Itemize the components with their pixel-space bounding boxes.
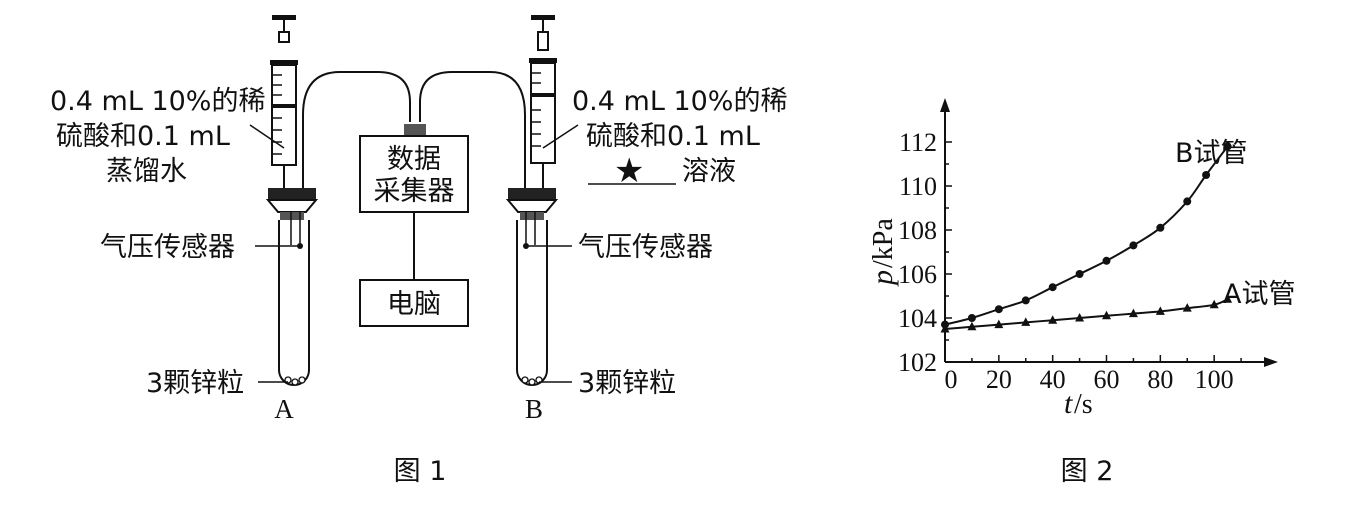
sensor-label-right: 气压传感器 bbox=[578, 232, 713, 263]
left-reagent-line-1: 0.4 mL 10%的稀 bbox=[50, 86, 265, 117]
star-blank-icon: ★ bbox=[614, 151, 644, 191]
leader-lines bbox=[249, 124, 676, 383]
figure-1: 数据 采集器 电脑 0.4 mL 10%的稀 硫酸和0.1 mL 蒸馏水 0.4… bbox=[50, 15, 787, 487]
data-point-b bbox=[967, 314, 976, 322]
computer-label: 电脑 bbox=[387, 289, 441, 320]
y-axis-label-var: p bbox=[866, 270, 899, 287]
series-line-b bbox=[944, 145, 1229, 326]
right-reagent-line-3: 溶液 bbox=[682, 156, 736, 187]
data-point-b bbox=[1223, 142, 1232, 151]
data-point-b bbox=[1202, 171, 1211, 179]
data-point-b bbox=[1075, 270, 1084, 278]
data-point-a bbox=[1223, 294, 1233, 303]
right-reagent-line-2: 硫酸和0.1 mL bbox=[586, 121, 760, 152]
tube-label-b: B bbox=[525, 394, 543, 424]
data-point-a bbox=[1048, 315, 1058, 324]
data-point-a bbox=[1209, 299, 1219, 309]
x-axis-label-unit: /s bbox=[1074, 389, 1093, 420]
sensor-label-left: 气压传感器 bbox=[100, 232, 235, 263]
zinc-label-right: 3颗锌粒 bbox=[578, 368, 676, 399]
x-tick-label: 80 bbox=[1147, 365, 1173, 394]
right-reagent-line-1: 0.4 mL 10%的稀 bbox=[572, 86, 787, 117]
x-tick-label: 20 bbox=[986, 365, 1012, 394]
data-point-a bbox=[1128, 308, 1138, 318]
y-tick-label: 108 bbox=[898, 216, 937, 245]
data-point-a bbox=[1075, 313, 1085, 322]
data-point-a bbox=[967, 321, 977, 331]
figure-1-caption: 图 1 bbox=[394, 456, 447, 487]
y-tick-label: 102 bbox=[898, 348, 937, 377]
data-collector: 数据 采集器 bbox=[359, 124, 469, 213]
x-tick-label: 0 bbox=[945, 365, 958, 394]
y-axis-arrow bbox=[940, 98, 950, 112]
test-tube-b bbox=[505, 188, 559, 386]
data-point-b bbox=[1156, 223, 1165, 232]
tick-labels: 102 104 106 108 110 112 0 20 40 60 80 100 bbox=[898, 128, 1234, 394]
x-axis-arrow bbox=[1264, 357, 1278, 367]
data-point-a bbox=[1102, 310, 1111, 320]
computer: 电脑 bbox=[359, 279, 469, 327]
syringe-right bbox=[529, 15, 557, 190]
y-tick-label: 106 bbox=[898, 260, 937, 289]
x-tick-label: 100 bbox=[1195, 365, 1234, 394]
left-reagent-line-2: 硫酸和0.1 mL bbox=[56, 121, 230, 152]
data-point-a bbox=[1155, 306, 1165, 315]
x-tick-label: 60 bbox=[1094, 365, 1120, 394]
series-label-a: A试管 bbox=[1223, 279, 1295, 310]
y-tick-label: 104 bbox=[898, 304, 937, 333]
data-point-a bbox=[940, 324, 950, 333]
chart-series bbox=[940, 142, 1233, 333]
y-axis-label-unit: /kPa bbox=[868, 218, 899, 268]
data-point-a bbox=[1182, 303, 1192, 312]
data-point-b bbox=[1048, 283, 1057, 292]
data-point-a bbox=[994, 319, 1004, 329]
tubing bbox=[302, 71, 526, 195]
left-reagent-line-3: 蒸馏水 bbox=[106, 156, 187, 187]
collector-label-1: 数据 bbox=[387, 144, 441, 175]
zinc-label-left: 3颗锌粒 bbox=[146, 368, 244, 399]
collector-label-2: 采集器 bbox=[374, 176, 455, 207]
chart-axes bbox=[940, 98, 1278, 367]
data-point-b bbox=[1183, 197, 1192, 206]
series-label-b: B试管 bbox=[1175, 138, 1248, 169]
figure-2-caption: 图 2 bbox=[1061, 456, 1114, 487]
syringe-left bbox=[270, 15, 298, 190]
data-point-b bbox=[1129, 241, 1138, 250]
y-tick-label: 112 bbox=[899, 128, 937, 157]
test-tube-a bbox=[265, 188, 319, 386]
y-tick-label: 110 bbox=[899, 172, 937, 201]
data-point-a bbox=[1021, 317, 1031, 326]
x-tick-label: 40 bbox=[1040, 365, 1066, 394]
series-line-a bbox=[944, 298, 1229, 330]
x-axis-label-var: t bbox=[1064, 387, 1073, 420]
tube-label-a: A bbox=[274, 394, 294, 424]
data-point-b bbox=[1021, 296, 1030, 305]
data-point-b bbox=[1102, 256, 1111, 265]
data-point-b bbox=[994, 305, 1003, 314]
